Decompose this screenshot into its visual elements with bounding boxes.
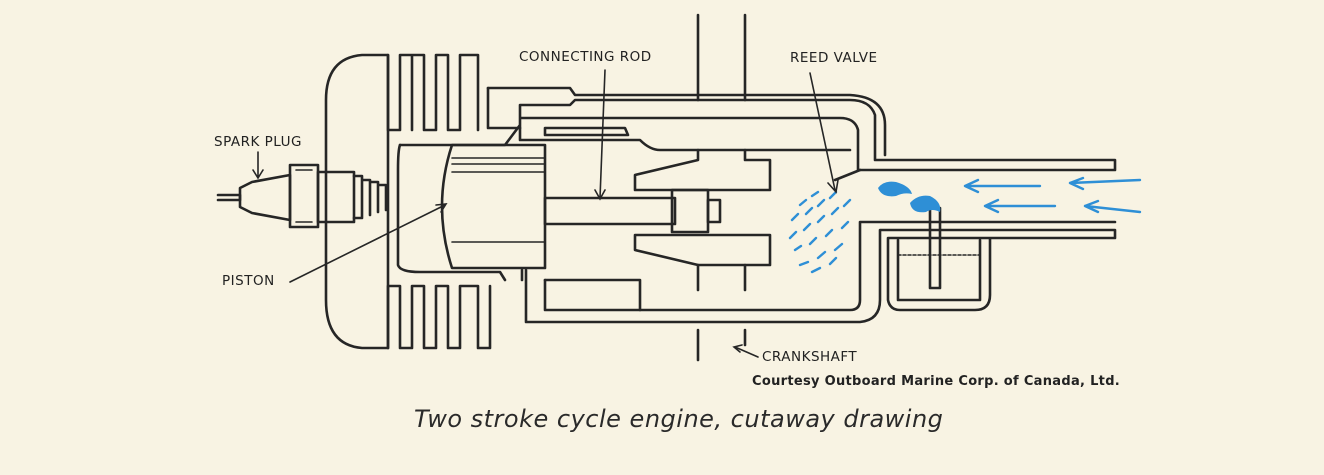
crankshaft-assembly [520,13,1117,362]
piston-label: PISTON [222,273,275,289]
piston [440,143,547,270]
leader-lines [252,69,839,358]
credit-line: Courtesy Outboard Marine Corp. of Canada… [752,374,1120,389]
connecting-rod-leader-arrow [594,69,606,201]
piston-leader-arrow [289,203,448,283]
connecting-rod-label: CONNECTING ROD [519,49,652,65]
connecting-rod [543,188,722,234]
crankshaft-leader-arrow [732,344,759,358]
figure-caption: Two stroke cycle engine, cutaway drawing [414,405,943,433]
spark-plug-leader-arrow [252,151,264,180]
crankshaft-label: CRANKSHAFT [762,349,857,365]
reed-valve-label: REED VALVE [790,50,878,66]
fuel-air-flow [788,176,1142,274]
spark-plug-label: SPARK PLUG [214,134,302,150]
engine-housing [324,53,1117,350]
spark-plug [216,163,388,229]
reed-valve-leader-arrow [809,72,839,194]
